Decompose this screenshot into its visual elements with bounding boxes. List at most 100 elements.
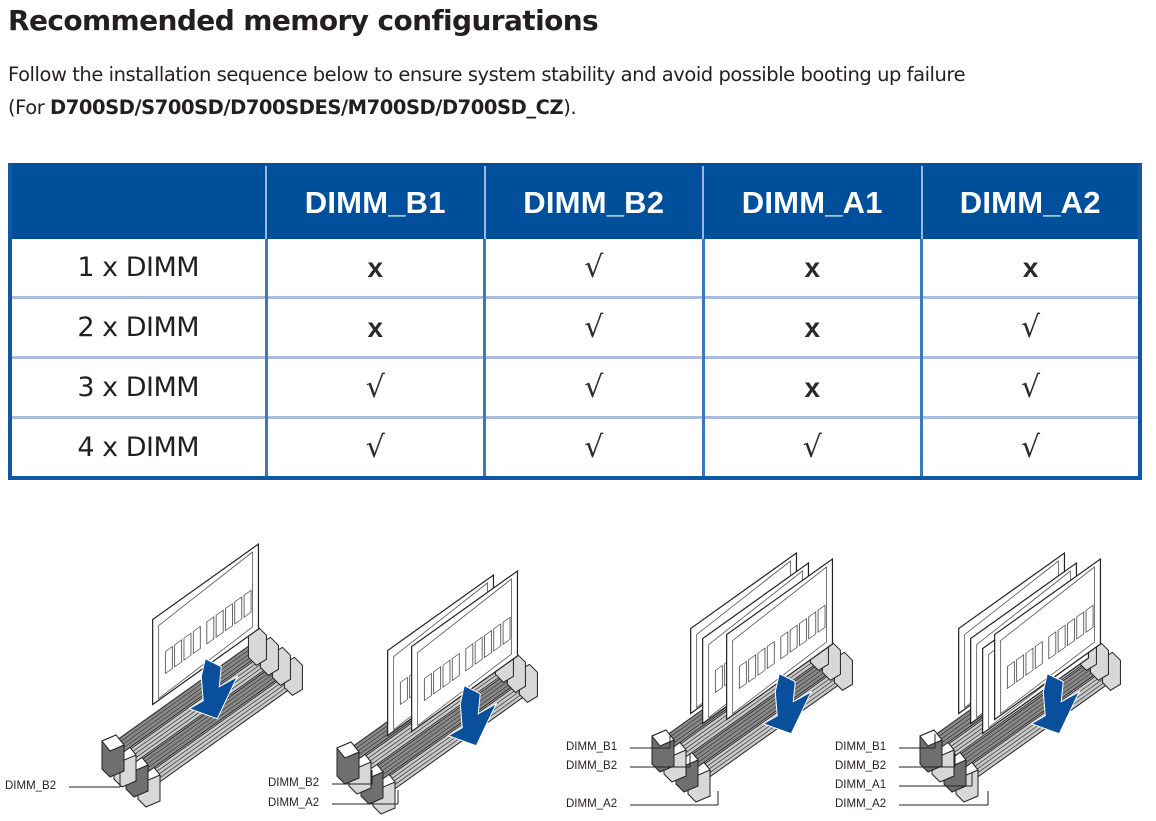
table-row: 4 x DIMM√√√√	[10, 416, 1140, 478]
dimm-slot	[963, 667, 1119, 780]
memory-module	[411, 569, 519, 733]
dimm-slot	[659, 637, 815, 750]
cell-dimm-b2: √	[483, 239, 703, 298]
memory-chip	[789, 624, 798, 653]
installed-check-icon: √	[1020, 430, 1041, 465]
memory-chip	[756, 635, 765, 664]
not-installed-mark: x	[367, 311, 384, 343]
memory-chip	[465, 643, 474, 672]
cell-dimm-b2: √	[483, 416, 703, 478]
cell-dimm-a2: √	[920, 356, 1140, 418]
memory-chip	[460, 633, 468, 663]
memory-module	[152, 542, 260, 706]
memory-chip	[484, 629, 492, 659]
memory-chip	[192, 625, 201, 655]
memory-chip	[1055, 631, 1063, 661]
memory-chip	[1025, 647, 1034, 676]
dimm-slot	[671, 647, 827, 760]
dimm-slot	[121, 652, 277, 765]
slot-latch	[348, 751, 372, 795]
description-line1: Follow the installation sequence below t…	[8, 63, 966, 86]
dimm-slot	[927, 637, 1083, 750]
column-header-empty	[10, 164, 266, 239]
slot-label-dimm-b2: DIMM_B2	[5, 780, 57, 792]
cell-dimm-a2: √	[920, 296, 1140, 358]
memory-chip	[781, 598, 790, 627]
insert-arrow-icon	[762, 672, 813, 735]
not-installed-mark: x	[804, 371, 821, 403]
cell-dimm-b1: x	[264, 296, 485, 358]
memory-chip	[712, 648, 721, 677]
memory-chip	[1022, 654, 1031, 684]
memory-chip	[474, 636, 483, 665]
memory-chip	[766, 640, 775, 670]
memory-chip	[1010, 644, 1019, 674]
memory-chip	[970, 654, 979, 684]
memory-chip	[1045, 638, 1054, 667]
memory-chip	[164, 645, 173, 675]
installed-check-icon: √	[584, 310, 604, 345]
memory-chip	[1048, 631, 1057, 660]
column-header-dimm-b1: DIMM_B1	[265, 164, 485, 239]
memory-chip	[243, 589, 252, 618]
dimm-assembly-3	[651, 551, 853, 803]
memory-chip	[174, 639, 183, 668]
slot-label-dimm-a2: DIMM_A2	[268, 797, 320, 809]
memory-chip	[1073, 618, 1082, 647]
memory-chip	[763, 611, 771, 641]
memory-chip	[1024, 635, 1033, 664]
memory-chip	[1004, 668, 1013, 697]
memory-chip	[799, 617, 807, 647]
memory-chip	[399, 676, 408, 706]
memory-chip	[1006, 660, 1015, 690]
memory-module	[958, 551, 1066, 715]
memory-chip	[1016, 654, 1025, 683]
memory-chip	[753, 618, 762, 647]
memory-module	[982, 571, 1090, 735]
slot-latch	[372, 771, 396, 815]
dimm-slot	[380, 679, 536, 792]
cell-dimm-b1: √	[264, 356, 485, 418]
memory-chip	[1040, 605, 1049, 634]
dimm-assembly-1	[101, 542, 303, 808]
memory-config-table: DIMM_B1 DIMM_B2 DIMM_A1 DIMM_A2 1 x DIMM…	[8, 163, 1142, 480]
memory-chip	[724, 658, 733, 687]
description-prefix: (For	[8, 96, 51, 119]
memory-chip	[450, 640, 459, 669]
cell-dimm-b1: x	[264, 239, 485, 298]
installed-check-icon: √	[1020, 310, 1041, 345]
dimm-slot	[368, 669, 524, 782]
memory-chip	[1043, 621, 1051, 651]
installed-check-icon: √	[584, 430, 604, 465]
memory-chip	[1052, 615, 1061, 644]
dimm-assembly-2	[336, 569, 538, 815]
model-list: D700SD/S700SD/D700SDES/M700SD/D700SD_CZ	[50, 96, 564, 119]
cell-dimm-a1: x	[701, 356, 922, 418]
memory-chip	[744, 625, 753, 654]
memory-chip	[1057, 624, 1066, 653]
memory-chip	[742, 644, 751, 674]
memory-chip	[1012, 625, 1021, 654]
dimm-slot	[939, 647, 1095, 760]
memory-chip	[1085, 604, 1094, 633]
slot-label-dimm-b1: DIMM_B1	[566, 741, 618, 753]
dimm-slot	[133, 662, 289, 775]
slot-latch	[675, 749, 699, 793]
memory-module	[690, 551, 798, 715]
memory-chip	[775, 621, 783, 651]
memory-chip	[748, 654, 757, 683]
slot-latch	[919, 729, 943, 773]
dimm-slot	[145, 672, 301, 785]
dimm-assembly-4	[919, 551, 1121, 803]
memory-chip	[757, 647, 766, 676]
page-title: Recommended memory configurations	[8, 4, 599, 37]
slot-latch	[955, 759, 979, 803]
slot-latch	[931, 739, 955, 783]
description: Follow the installation sequence below t…	[8, 58, 1156, 124]
slot-label-dimm-b2: DIMM_B2	[268, 777, 320, 789]
not-installed-mark: x	[367, 251, 384, 283]
dimm-slot	[344, 649, 500, 762]
cell-dimm-b2: √	[483, 356, 703, 418]
not-installed-mark: x	[804, 251, 821, 283]
